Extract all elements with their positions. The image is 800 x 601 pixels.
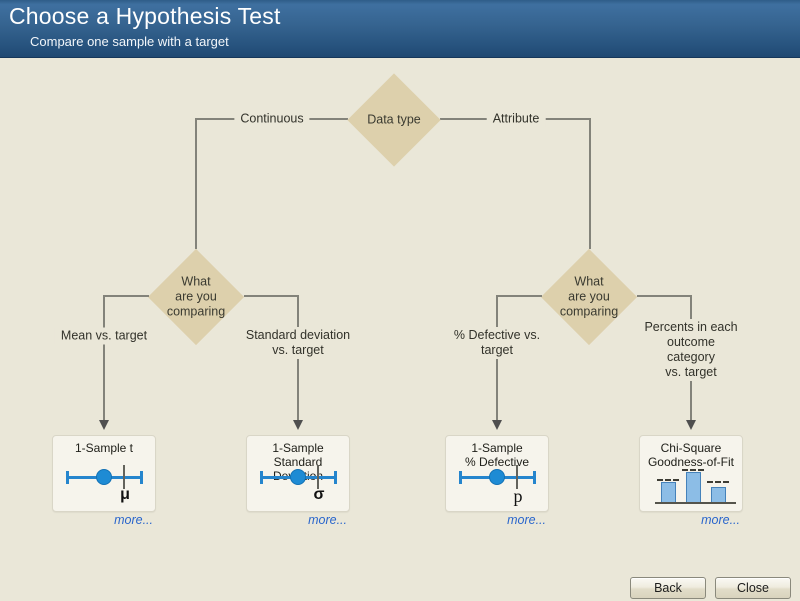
barchart-expected-dash [682, 469, 704, 471]
test-card-1-sample-t[interactable]: 1-Sample t μ [52, 435, 156, 512]
test-card-title: Chi-Square Goodness-of-Fit [647, 441, 735, 469]
test-card-1-sample-stdev[interactable]: 1-Sample Standard Deviation σ [246, 435, 350, 512]
connector-leaf-4-h [637, 295, 692, 297]
dotplot-sample-dot [489, 469, 505, 485]
dotplot-target-tick [516, 465, 518, 489]
page-subtitle: Compare one sample with a target [30, 34, 229, 49]
leaf-label-stdev: Standard deviation vs. target [239, 327, 357, 359]
dialog-header: Choose a Hypothesis Test Compare one sam… [0, 0, 800, 58]
arrow-down-icon [99, 420, 109, 430]
decision-label-comparing-left: What are you comparing [166, 274, 226, 319]
back-button[interactable]: Back [630, 577, 706, 599]
barchart-bar [661, 482, 676, 502]
barchart-bar [711, 487, 726, 502]
more-link-chi-square[interactable]: more... [701, 513, 740, 527]
arrow-down-icon [686, 420, 696, 430]
barchart-baseline [655, 502, 736, 504]
more-link-1-sample-t[interactable]: more... [114, 513, 153, 527]
connector-left-down [195, 118, 197, 249]
dotplot-right-cap [334, 471, 337, 484]
leaf-label-defective: % Defective vs. target [447, 327, 547, 359]
branch-label-attribute: Attribute [486, 110, 546, 128]
decision-label-comparing-right: What are you comparing [559, 274, 619, 319]
arrow-down-icon [293, 420, 303, 430]
dotplot-right-cap [140, 471, 143, 484]
connector-leaf-3-h [496, 295, 542, 297]
close-button[interactable]: Close [715, 577, 791, 599]
dotplot-target-tick [123, 465, 125, 489]
arrow-down-icon [492, 420, 502, 430]
barchart-bar [686, 472, 701, 502]
dotplot-icon: p [446, 436, 548, 511]
barchart-expected-dash [707, 481, 729, 483]
branch-label-continuous: Continuous [234, 110, 310, 128]
dotplot-target-tick [317, 465, 319, 489]
dotplot-right-cap [533, 471, 536, 484]
dotplot-left-cap [459, 471, 462, 484]
sigma-symbol: σ [313, 486, 325, 503]
test-card-title: 1-Sample Standard Deviation [272, 441, 324, 483]
mu-symbol: μ [120, 486, 130, 503]
more-link-1-sample-defective[interactable]: more... [507, 513, 546, 527]
test-card-chi-square[interactable]: Chi-Square Goodness-of-Fit [639, 435, 743, 512]
dotplot-icon: σ [247, 436, 349, 511]
page-title: Choose a Hypothesis Test [9, 3, 281, 29]
more-link-1-sample-stdev[interactable]: more... [308, 513, 347, 527]
dotplot-sample-dot [290, 469, 306, 485]
leaf-label-percents: Percents in each outcome category vs. ta… [636, 319, 746, 381]
leaf-label-mean: Mean vs. target [54, 327, 154, 345]
test-card-title: 1-Sample % Defective [464, 441, 530, 469]
connector-leaf-1-h [103, 295, 149, 297]
p-symbol: p [513, 486, 523, 506]
connector-leaf-1-v [103, 295, 105, 421]
dotplot-sample-dot [96, 469, 112, 485]
test-card-1-sample-defective[interactable]: 1-Sample % Defective p [445, 435, 549, 512]
test-card-title: 1-Sample t [74, 441, 134, 455]
dotplot-left-cap [66, 471, 69, 484]
dotplot-left-cap [260, 471, 263, 484]
connector-leaf-2-h [244, 295, 299, 297]
decision-label-data-type: Data type [367, 112, 421, 127]
dotplot-icon: μ [53, 436, 155, 511]
barchart-expected-dash [657, 479, 679, 481]
connector-right-down [589, 118, 591, 249]
barchart-icon [640, 436, 742, 511]
